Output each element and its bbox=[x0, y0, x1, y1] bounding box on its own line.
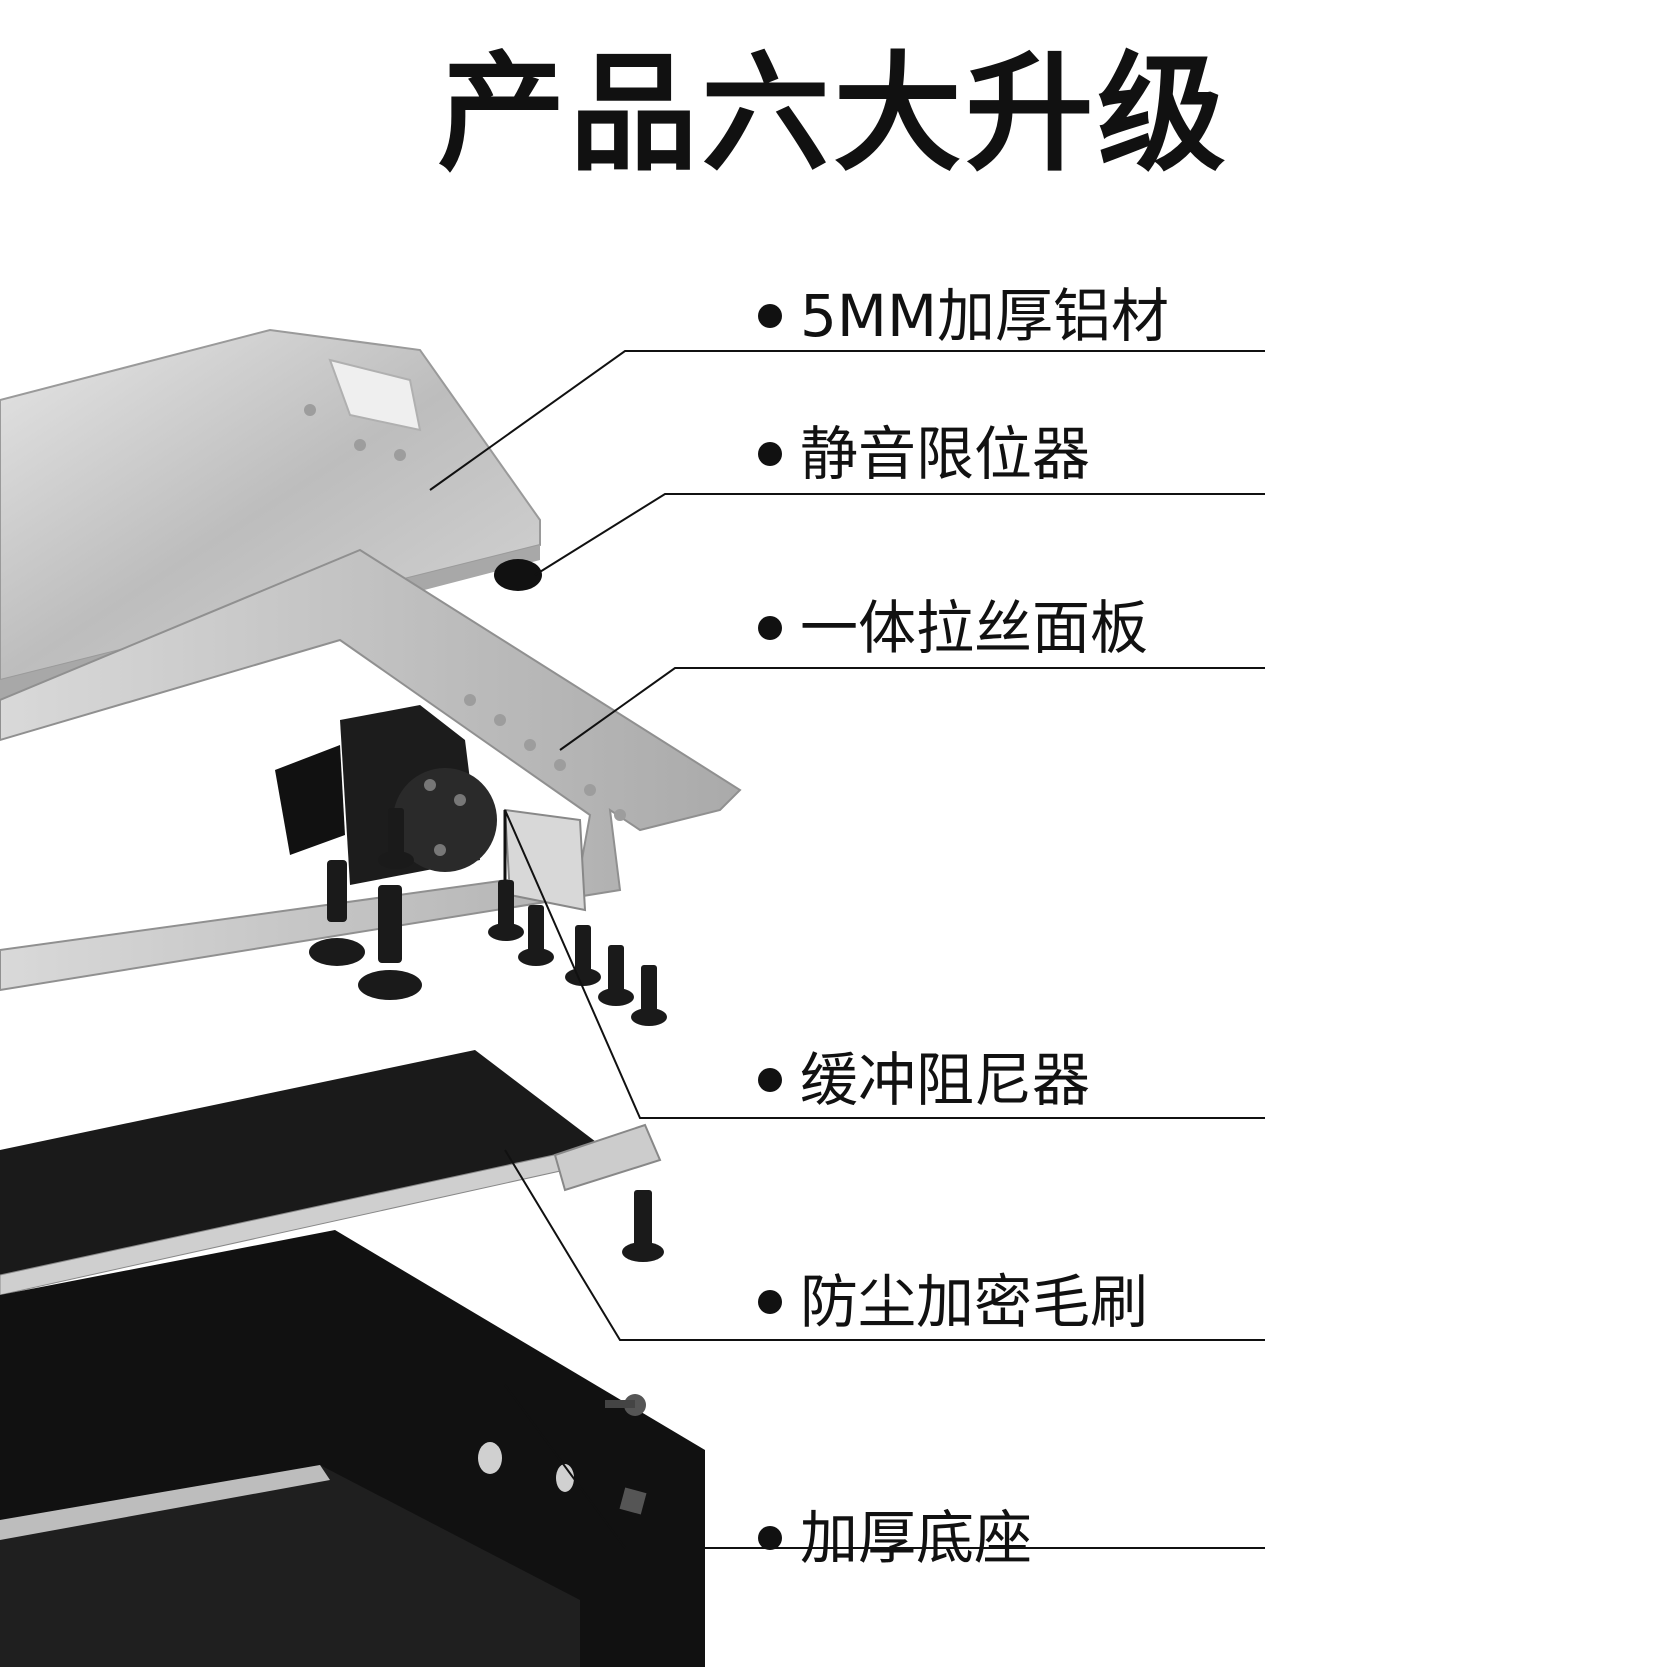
leader-line-brush bbox=[504, 1149, 1265, 1341]
feature-label-brush: 防尘加密毛刷 bbox=[758, 1262, 1149, 1342]
silent-stopper bbox=[494, 559, 542, 591]
leader-lines bbox=[429, 350, 1265, 1549]
feature-label-stopper: 静音限位器 bbox=[758, 414, 1091, 494]
bullet-dot bbox=[758, 1068, 782, 1092]
feature-text: 防尘加密毛刷 bbox=[800, 1268, 1149, 1336]
leader-line-stopper bbox=[534, 493, 1265, 576]
leader-line-panel bbox=[559, 667, 1265, 751]
page-title: 产品六大升级 bbox=[437, 40, 1230, 189]
bullet-dot bbox=[758, 304, 782, 328]
screws bbox=[309, 808, 667, 1262]
feature-text: 5MM加厚铝材 bbox=[800, 282, 1169, 350]
feature-text: 静音限位器 bbox=[800, 420, 1091, 488]
leader-line-base bbox=[504, 1384, 1265, 1549]
leader-line-damper bbox=[504, 809, 1265, 1119]
feature-label-base: 加厚底座 bbox=[758, 1498, 1033, 1578]
leader-line-aluminum bbox=[429, 350, 1265, 491]
bullet-dot bbox=[758, 1526, 782, 1550]
bullet-dot bbox=[758, 442, 782, 466]
feature-label-damper: 缓冲阻尼器 bbox=[758, 1040, 1091, 1120]
bullet-dot bbox=[758, 616, 782, 640]
thick-base bbox=[0, 1230, 705, 1667]
feature-text: 加厚底座 bbox=[800, 1504, 1033, 1572]
feature-label-aluminum: 5MM加厚铝材 bbox=[758, 276, 1169, 356]
dust-brush-strip bbox=[0, 1050, 662, 1296]
feature-text: 缓冲阻尼器 bbox=[800, 1046, 1091, 1114]
feature-text: 一体拉丝面板 bbox=[800, 594, 1149, 662]
bullet-dot bbox=[758, 1290, 782, 1314]
feature-label-panel: 一体拉丝面板 bbox=[758, 588, 1149, 668]
